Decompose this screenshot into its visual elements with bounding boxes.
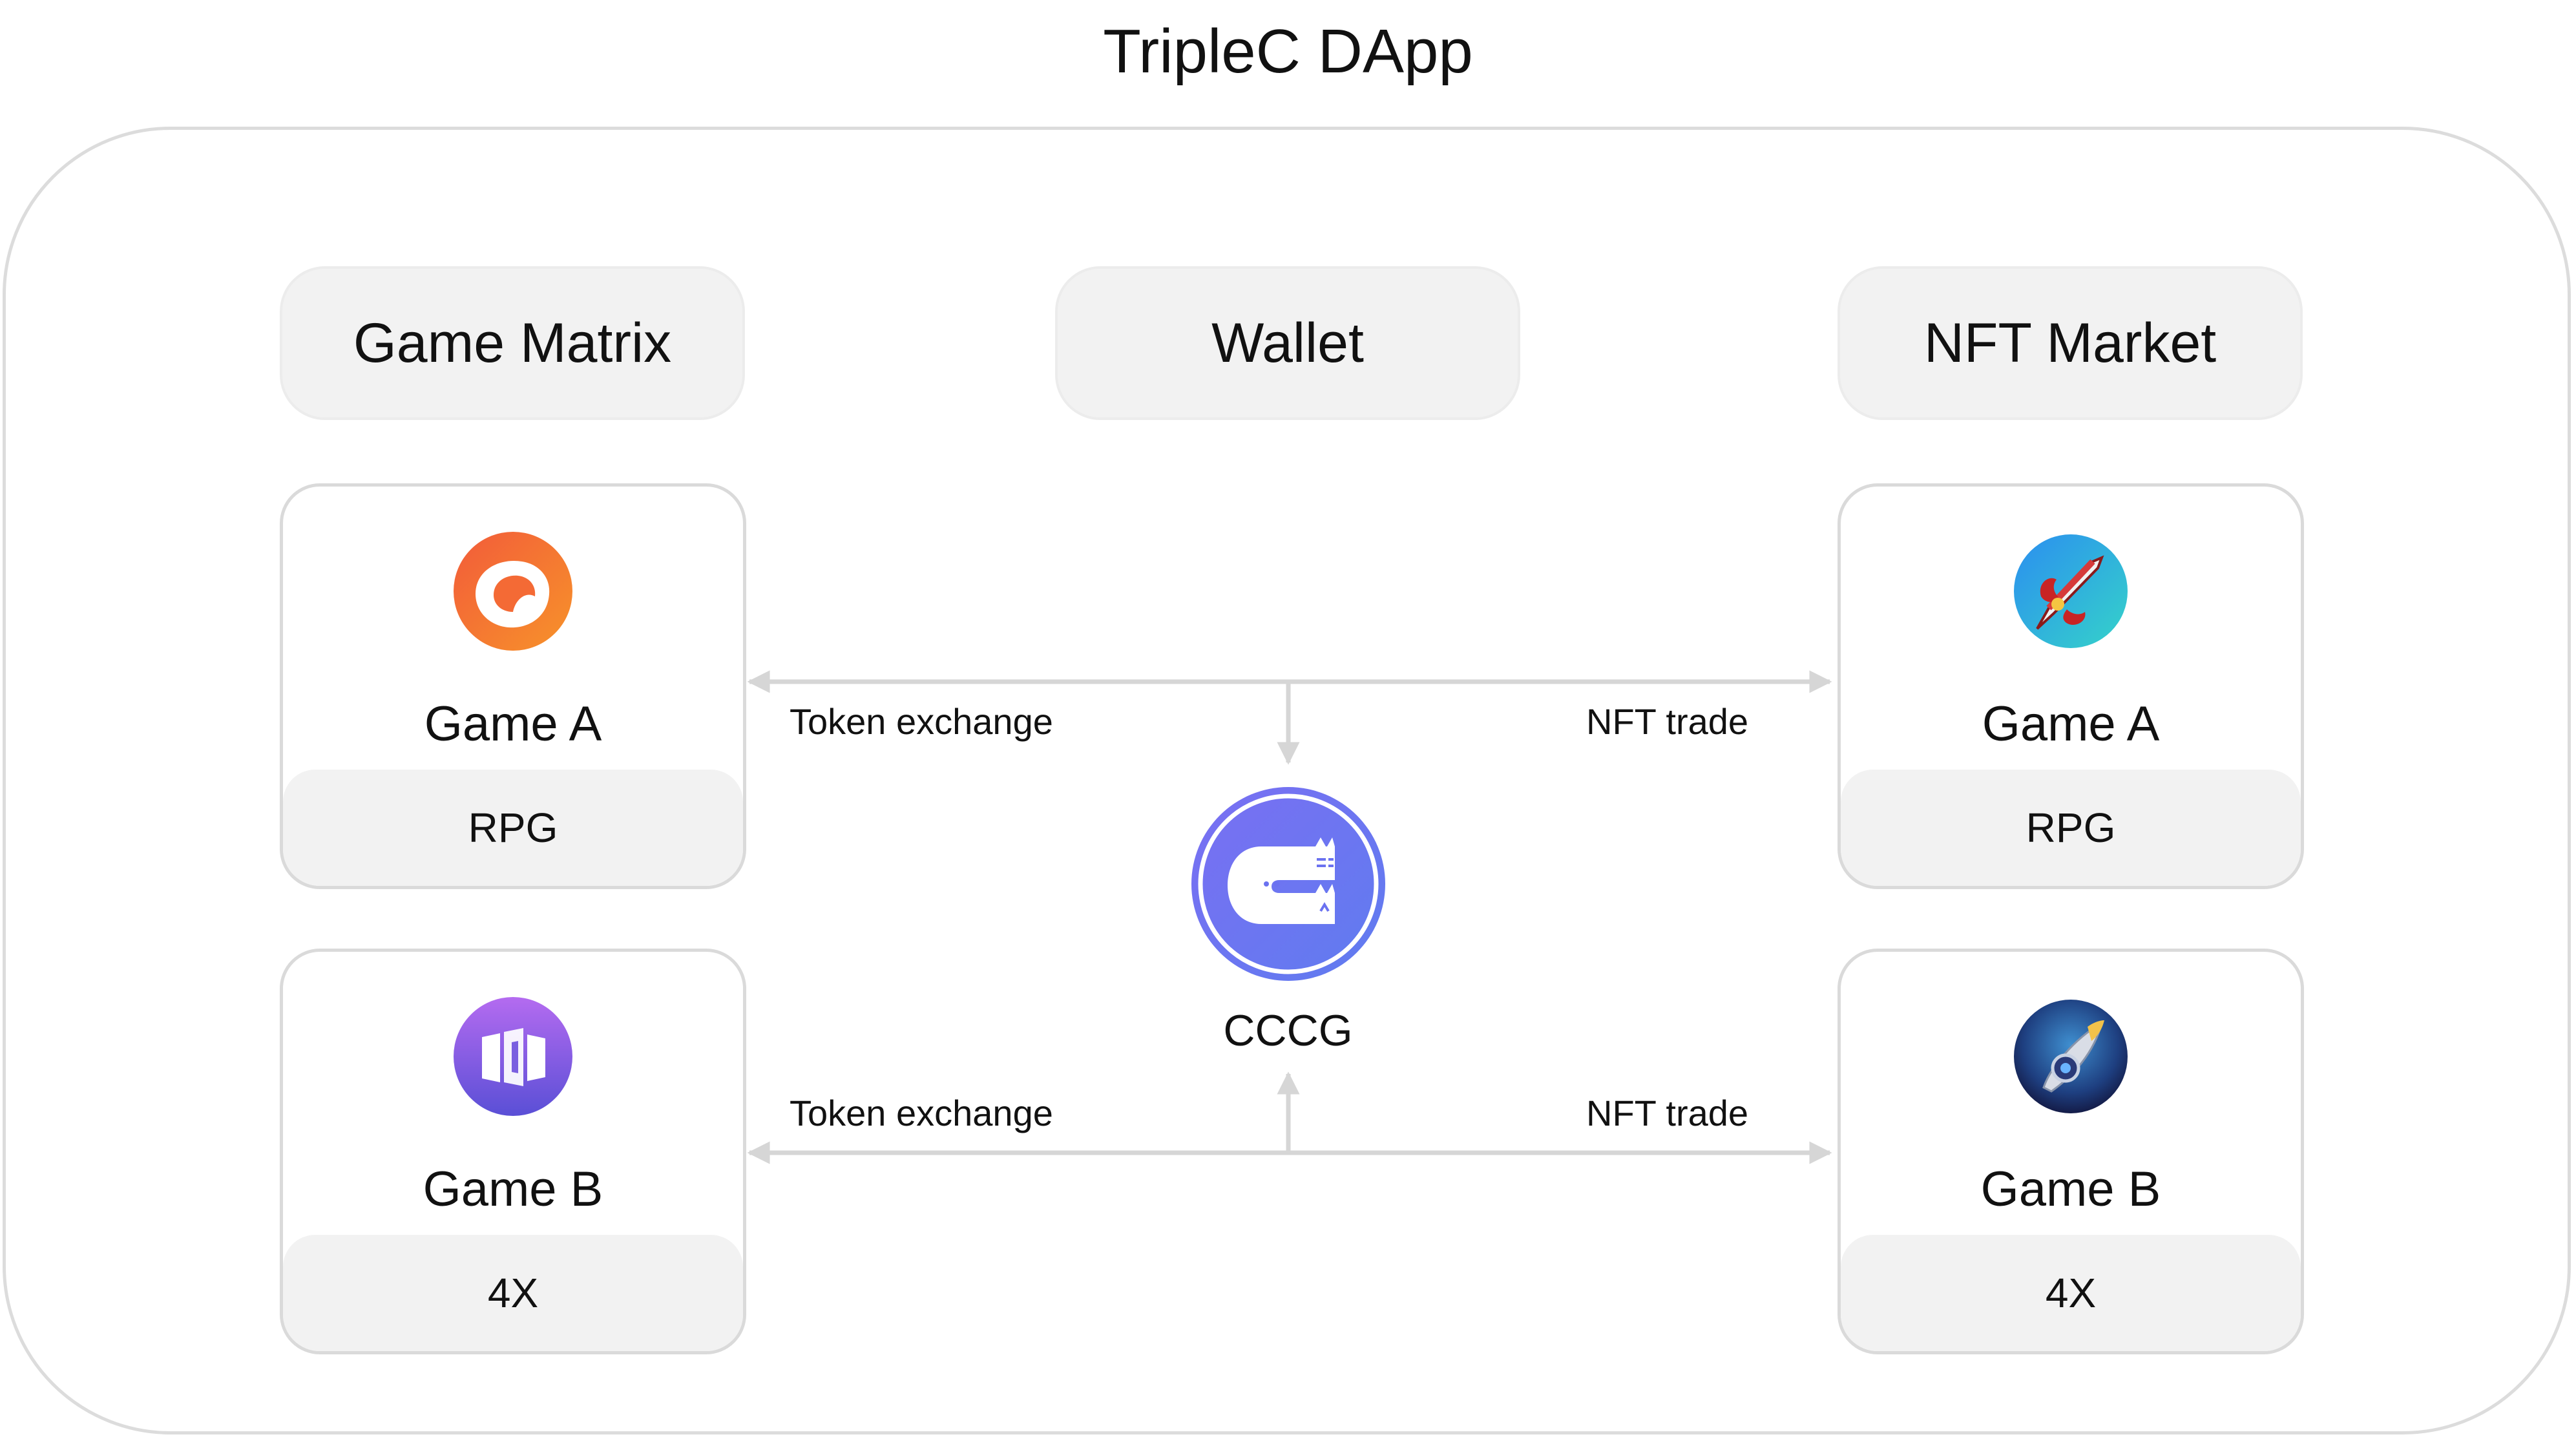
game-genre: 4X	[1841, 1235, 2301, 1351]
nft-market-card-game-a: Game A RPG	[1838, 483, 2304, 889]
header-wallet: Wallet	[1055, 266, 1520, 420]
game-name: Game A	[424, 697, 602, 751]
game-genre: 4X	[283, 1235, 743, 1351]
game-matrix-card-game-b: Game B 4X	[280, 949, 746, 1354]
edge-label-nft-trade-bottom: NFT trade	[1586, 1093, 1749, 1133]
edge-label-token-exchange-top: Token exchange	[790, 701, 1053, 742]
cccg-label: CCCG	[1223, 1006, 1353, 1055]
header-nft-market: NFT Market	[1838, 266, 2303, 420]
nft-market-card-game-b: Game B 4X	[1838, 949, 2304, 1354]
sword-nft-icon	[2014, 534, 2128, 648]
game-matrix-card-game-a: Game A RPG	[280, 483, 746, 889]
edge-label-token-exchange-bottom: Token exchange	[790, 1093, 1053, 1133]
diagram-title: TripleC DApp	[1103, 17, 1473, 86]
purple-game-logo-icon	[454, 997, 572, 1116]
header-game-matrix: Game Matrix	[280, 266, 745, 420]
orange-game-logo-icon	[454, 532, 572, 651]
game-genre: RPG	[283, 770, 743, 886]
game-genre: RPG	[1841, 770, 2301, 886]
cccg-cat-logo-icon	[1191, 787, 1385, 981]
game-name: Game B	[423, 1162, 603, 1217]
game-name: Game A	[1982, 697, 2160, 751]
edge-label-nft-trade-top: NFT trade	[1586, 701, 1749, 742]
blade-nft-icon	[2014, 1000, 2128, 1113]
dapp-container-frame	[3, 127, 2571, 1434]
game-name: Game B	[1980, 1162, 2161, 1217]
